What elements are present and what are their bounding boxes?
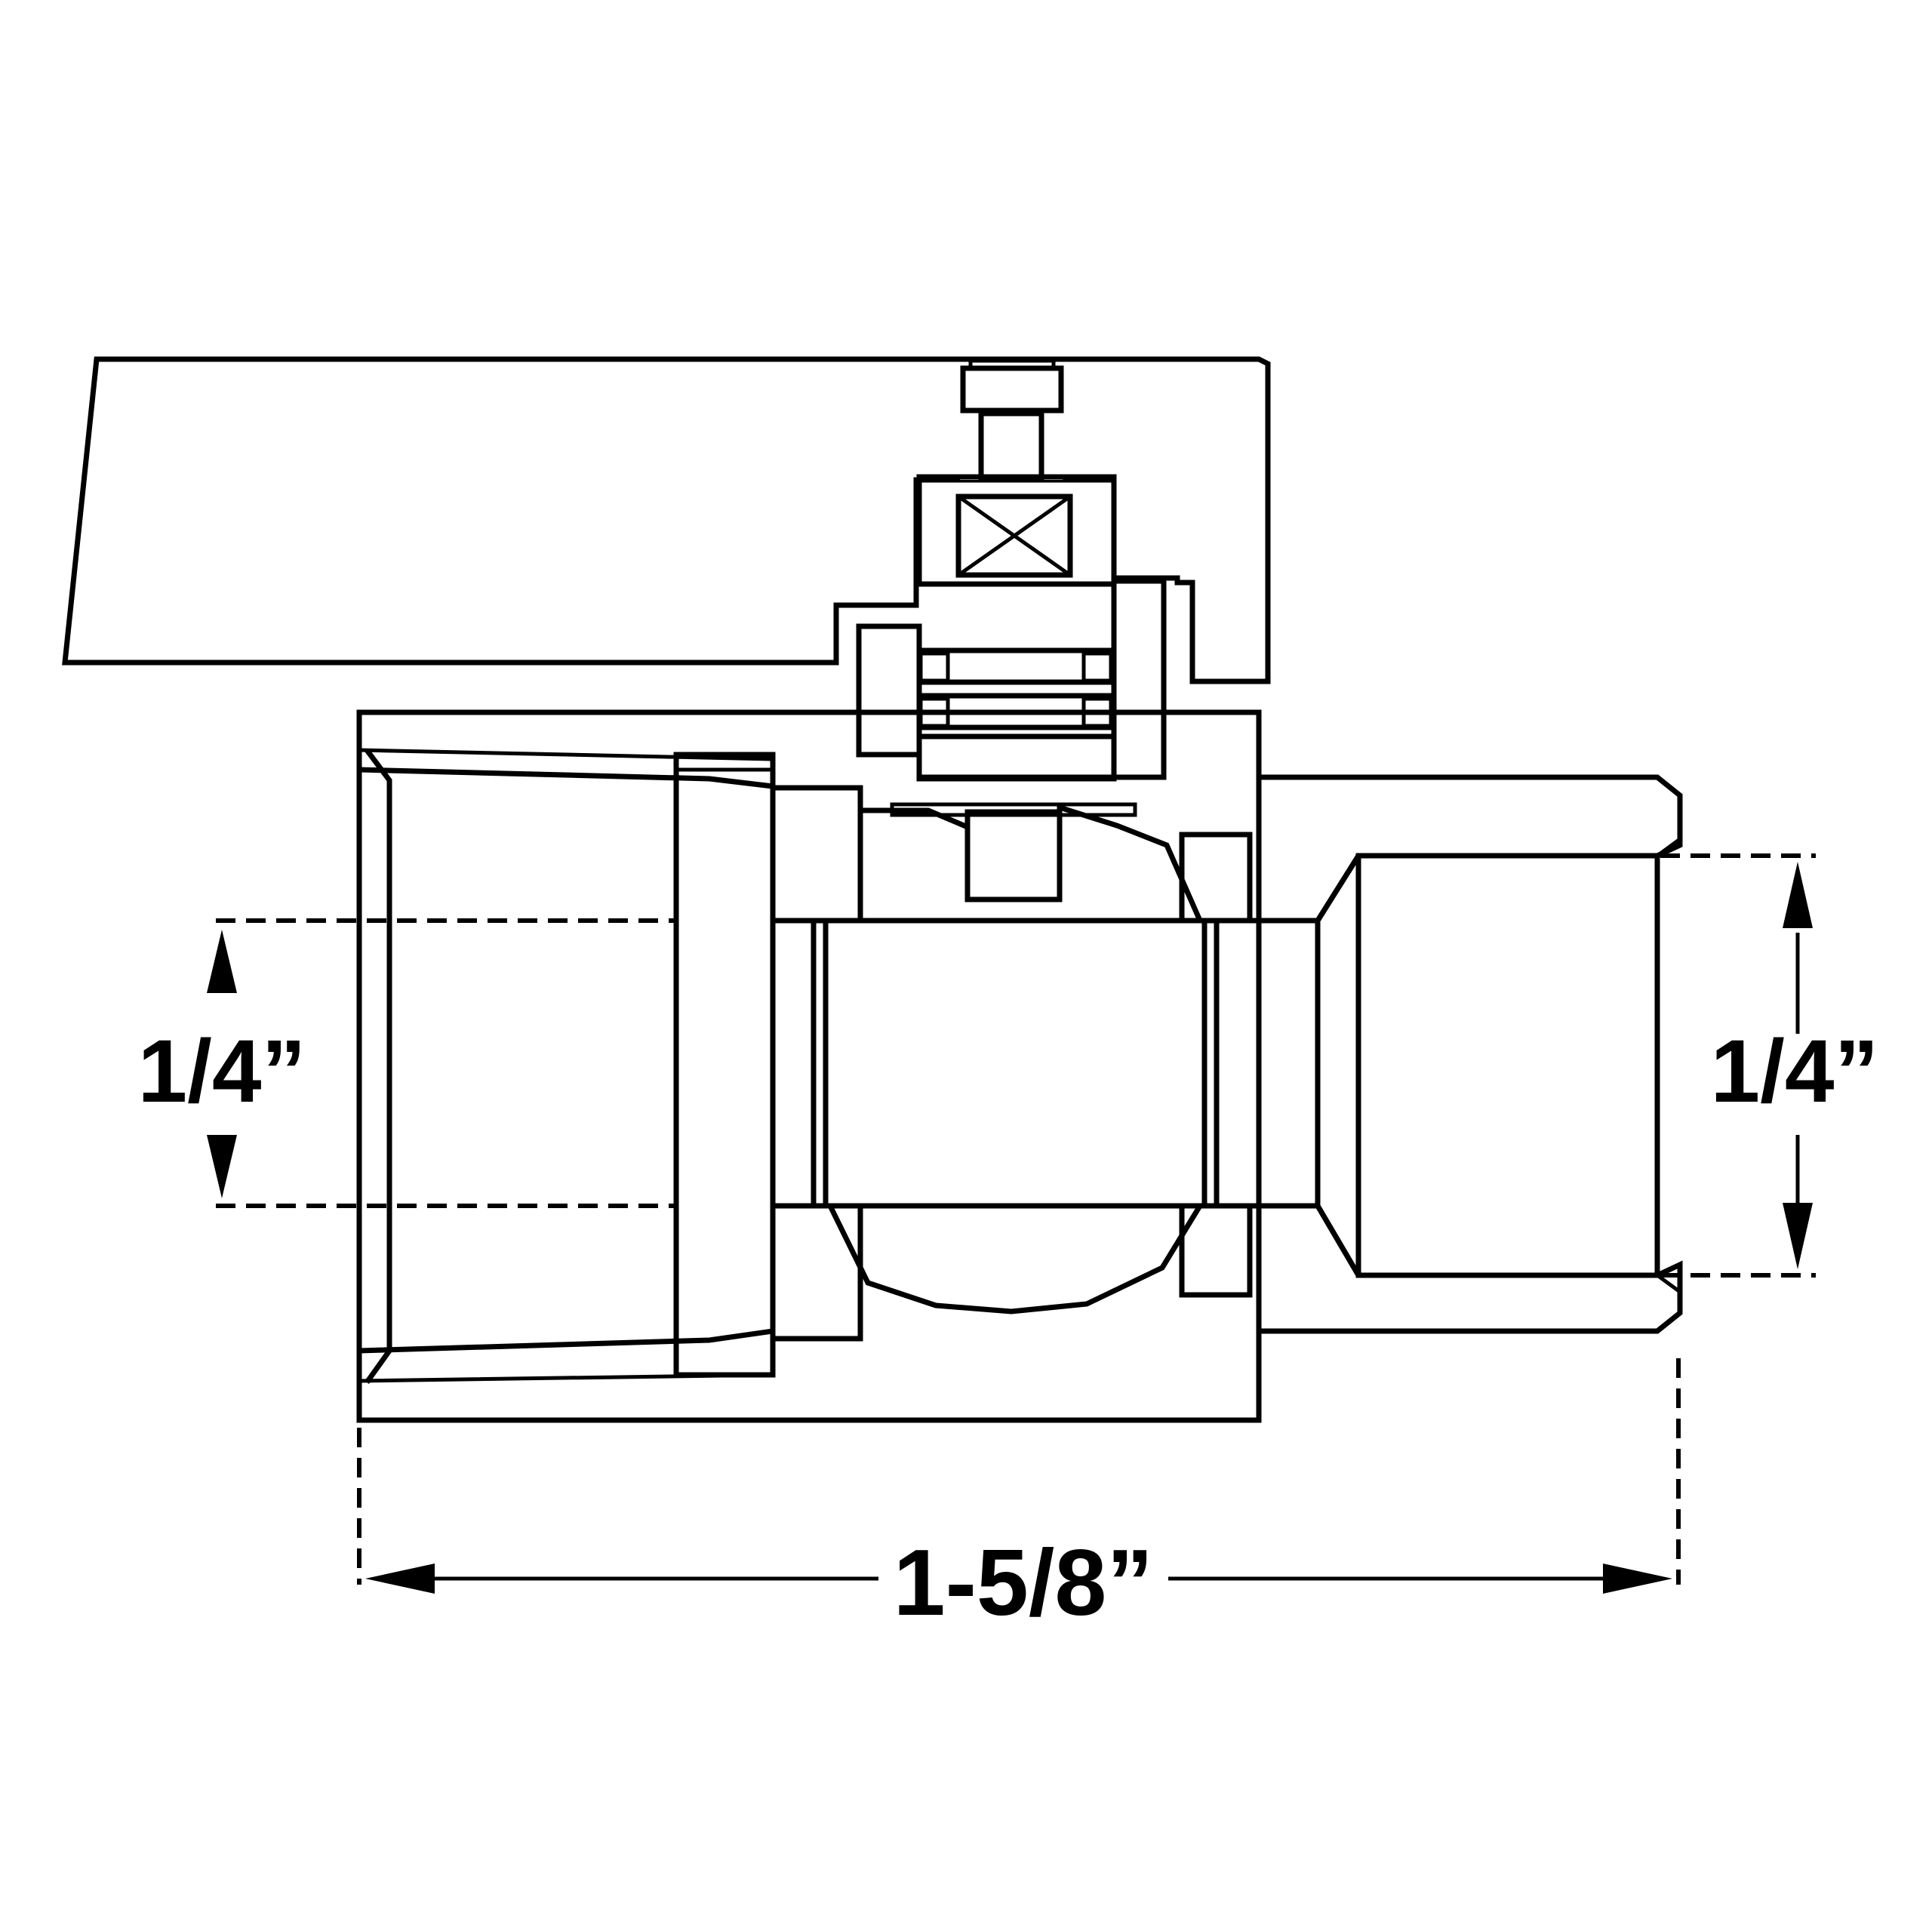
- lever-handle: [62, 356, 1271, 684]
- seat-left: [770, 785, 863, 1342]
- stem-screw: [916, 358, 1117, 587]
- outlet-dimension: [1660, 853, 1816, 1278]
- inlet-size-label: 1/4”: [137, 1022, 306, 1121]
- length-label: 1-5/8”: [894, 1531, 1154, 1635]
- length-dimension: [357, 1358, 1681, 1594]
- valve-body: [356, 709, 1683, 1423]
- outlet-size-label: 1/4”: [1710, 1022, 1878, 1121]
- flow-bore: [770, 918, 1321, 1209]
- inlet-dimension: [207, 918, 676, 1208]
- valve-ball: [826, 802, 1205, 1314]
- male-end: [1315, 837, 1681, 1294]
- bonnet: [856, 578, 1167, 782]
